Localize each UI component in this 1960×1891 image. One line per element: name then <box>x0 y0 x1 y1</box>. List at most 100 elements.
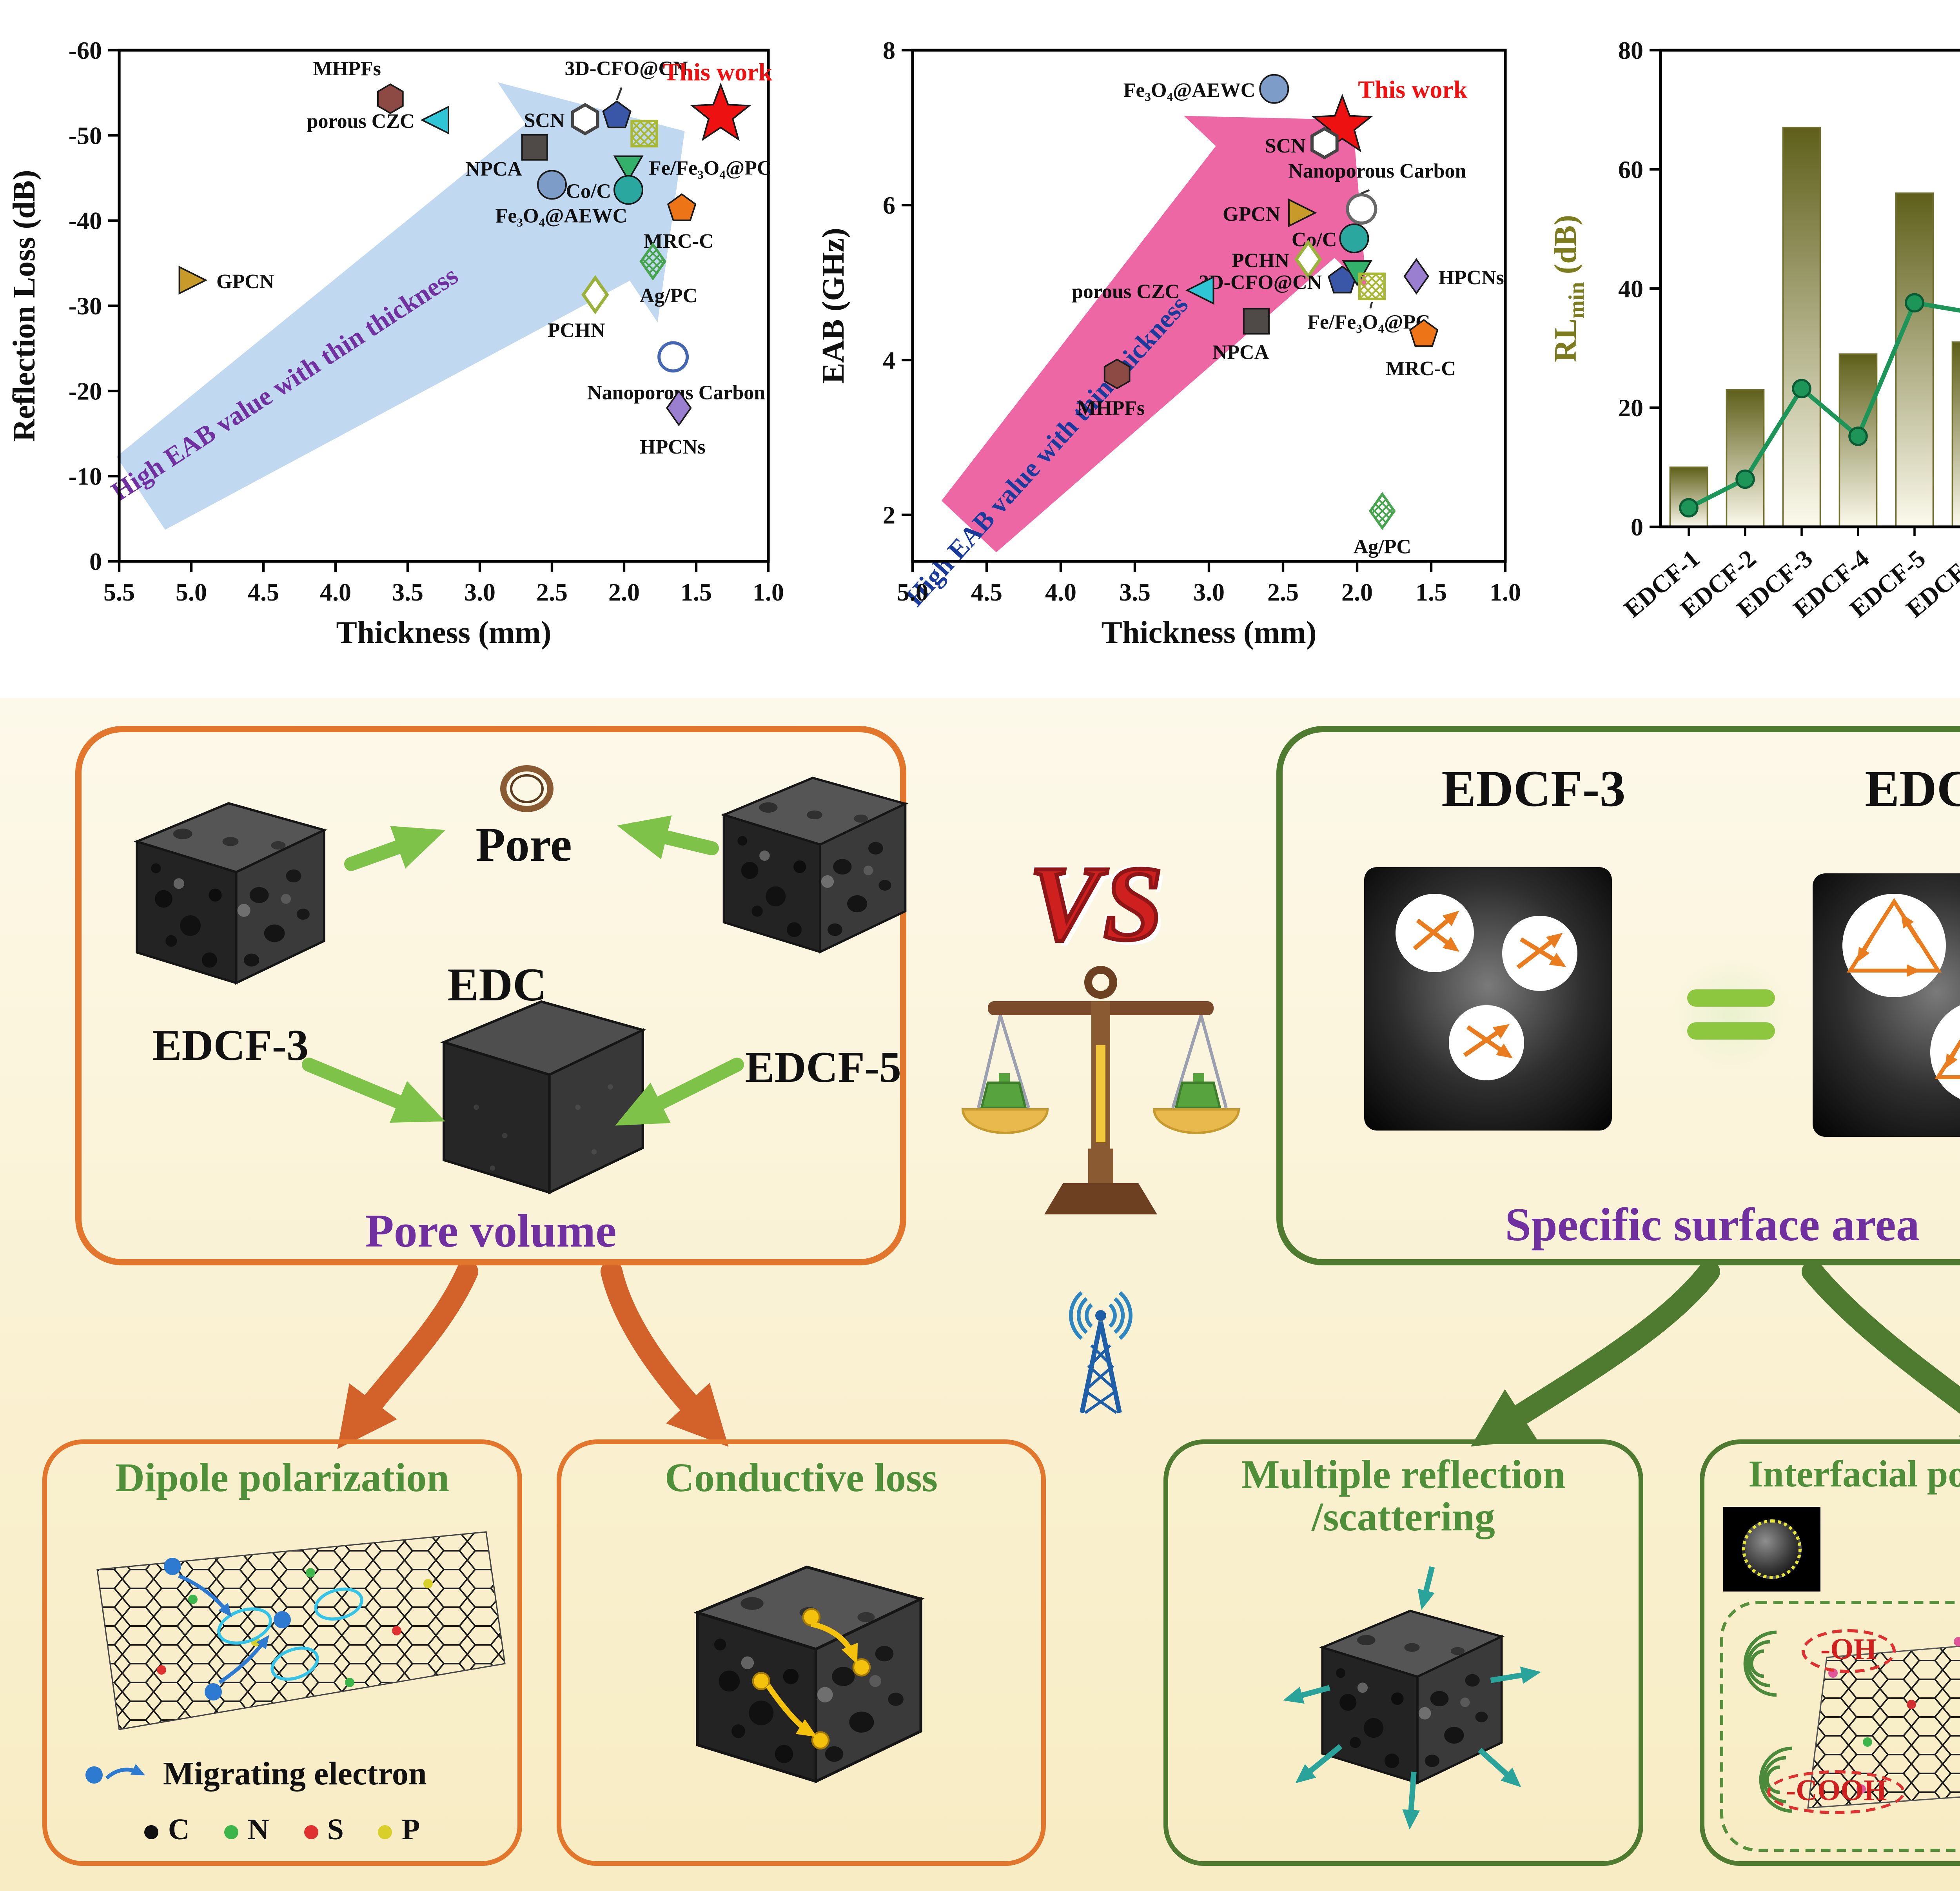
equals-icon <box>1671 958 1791 1071</box>
svg-text:2.5: 2.5 <box>1267 578 1299 606</box>
svg-text:-10: -10 <box>69 463 102 490</box>
pore-green-arrows <box>302 815 744 1126</box>
svg-text:This work: This work <box>663 58 773 86</box>
svg-text:Co/C: Co/C <box>1292 229 1337 251</box>
svg-text:-20: -20 <box>69 377 102 405</box>
svg-text:High EAB value with thin thick: High EAB value with thin thickness <box>900 290 1194 612</box>
svg-text:RLmin (dB): RLmin (dB) <box>1548 215 1589 362</box>
svg-text:PCHN: PCHN <box>1232 249 1289 272</box>
arrow-surface-to-reflection <box>1470 1261 1720 1447</box>
svg-text:MHPFs: MHPFs <box>1077 397 1145 419</box>
svg-text:3D-CFO@CN: 3D-CFO@CN <box>565 57 688 80</box>
oh-group-tag: -OH <box>1802 1629 1896 1673</box>
svg-text:4.0: 4.0 <box>1045 578 1076 606</box>
svg-text:60: 60 <box>1618 156 1643 183</box>
specific-surface-area-box: EDCF-3 EDCF-7 <box>1276 726 1960 1265</box>
svg-text:GPCN: GPCN <box>216 270 274 293</box>
pore-ring-icon <box>500 765 554 812</box>
carbon-sphere-icon <box>1742 1519 1802 1579</box>
svg-text:2.5: 2.5 <box>536 578 568 606</box>
svg-text:GPCN: GPCN <box>1223 203 1280 225</box>
svg-text:0: 0 <box>1631 513 1643 541</box>
svg-text:2: 2 <box>883 501 895 529</box>
charts-row: High EAB value with thin thickness 5.5 5.0… <box>0 3 1960 698</box>
svg-text:-50: -50 <box>69 122 102 149</box>
svg-text:NPCA: NPCA <box>1212 341 1269 364</box>
svg-text:0: 0 <box>89 548 102 575</box>
svg-text:1.0: 1.0 <box>753 578 784 606</box>
svg-text:Fe₃O₄@AEWC: Fe₃O₄@AEWC <box>1123 79 1256 102</box>
atom-legend: C N S P <box>47 1814 517 1849</box>
svg-text:4.0: 4.0 <box>320 578 351 606</box>
svg-text:SCN: SCN <box>1265 135 1306 157</box>
multiple-reflection-box: Multiple reflection /scattering <box>1163 1439 1643 1866</box>
arrow-surface-to-interfacial <box>1802 1261 1960 1449</box>
n-dot-icon <box>224 1824 238 1838</box>
carbon-sphere-thumbnail <box>1723 1507 1820 1592</box>
svg-text:6: 6 <box>883 191 895 219</box>
vs-label: VS <box>1027 842 1166 965</box>
migrating-electron-label: Migrating electron <box>163 1755 427 1792</box>
pore-label: Pore <box>475 817 572 872</box>
interfacial-title: Interfacial polarization <box>1748 1455 1960 1496</box>
surface-area-caption: Specific surface area <box>1505 1200 1920 1251</box>
svg-text:5.5: 5.5 <box>103 578 135 606</box>
electron-arrow-icon <box>85 1763 145 1783</box>
mechanism-diagram: EDCF-3 Pore EDCF-5 EDC Pore volume VS <box>0 698 1960 1891</box>
edcf3-surface-label: EDCF-3 <box>1441 762 1626 818</box>
conductive-loss-box: Conductive loss <box>557 1439 1046 1866</box>
s-dot-icon <box>303 1824 318 1838</box>
svg-text:2.0: 2.0 <box>1341 578 1373 606</box>
svg-text:4: 4 <box>883 346 895 374</box>
conductive-title: Conductive loss <box>664 1455 938 1501</box>
svg-text:Thickness (mm): Thickness (mm) <box>1102 615 1317 650</box>
svg-text:porous CZC: porous CZC <box>1072 280 1180 303</box>
svg-text:3.5: 3.5 <box>392 578 423 606</box>
dipole-title: Dipole polarization <box>115 1455 450 1501</box>
svg-text:Fe/Fe₃O₄@PC: Fe/Fe₃O₄@PC <box>649 157 771 180</box>
svg-text:-40: -40 <box>69 207 102 235</box>
svg-text:HPCNs: HPCNs <box>640 436 706 458</box>
svg-text:40: 40 <box>1618 275 1643 303</box>
svg-text:4.5: 4.5 <box>248 578 279 606</box>
svg-text:1.0: 1.0 <box>1490 578 1521 606</box>
scattering-cube <box>1283 1566 1541 1830</box>
pore-volume-caption: Pore volume <box>365 1206 617 1258</box>
svg-text:1.5: 1.5 <box>681 578 712 606</box>
svg-text:Reflection Loss (dB): Reflection Loss (dB) <box>7 170 42 441</box>
atom-legend-p: P <box>378 1814 420 1849</box>
interfacial-polarization-box: Interfacial polarization -OH <box>1700 1439 1960 1866</box>
edcf7-surface-label: EDCF-7 <box>1865 762 1960 818</box>
functional-group-region <box>1720 1601 1960 1852</box>
svg-text:Thickness (mm): Thickness (mm) <box>336 615 552 650</box>
svg-text:Fe₃O₄@AEWC: Fe₃O₄@AEWC <box>495 205 628 227</box>
cooh-group-tag: -COOH <box>1767 1770 1906 1814</box>
edcf5-label: EDCF-5 <box>745 1044 902 1093</box>
svg-text:porous CZC: porous CZC <box>307 110 415 132</box>
svg-text:1.5: 1.5 <box>1416 578 1447 606</box>
svg-text:MHPFs: MHPFs <box>313 58 381 80</box>
svg-text:80: 80 <box>1618 36 1643 64</box>
pore-volume-box: EDCF-3 Pore EDCF-5 EDC Pore volume <box>75 726 906 1265</box>
svg-text:Ag/PC: Ag/PC <box>1354 536 1411 558</box>
graphene-sheet <box>96 1531 506 1730</box>
svg-text:-60: -60 <box>69 36 102 64</box>
c-dot-icon <box>144 1824 159 1838</box>
svg-text:5.0: 5.0 <box>176 578 207 606</box>
svg-text:Nanoporous Carbon: Nanoporous Carbon <box>1288 160 1466 182</box>
balance-scale-icon <box>961 966 1240 1214</box>
svg-text:20: 20 <box>1618 394 1643 422</box>
svg-text:3.5: 3.5 <box>1119 578 1151 606</box>
edc-label: EDC <box>447 960 547 1011</box>
conductive-cube <box>684 1541 935 1805</box>
edcf3-pore-panel <box>1364 867 1612 1131</box>
svg-text:HPCNs: HPCNs <box>1438 267 1504 289</box>
svg-text:Co/C: Co/C <box>566 180 611 202</box>
atom-legend-n: N <box>224 1814 269 1849</box>
edcf3-label: EDCF-3 <box>152 1022 309 1071</box>
svg-text:5.0: 5.0 <box>897 578 928 606</box>
arrow-pore-to-dipole <box>337 1261 478 1449</box>
